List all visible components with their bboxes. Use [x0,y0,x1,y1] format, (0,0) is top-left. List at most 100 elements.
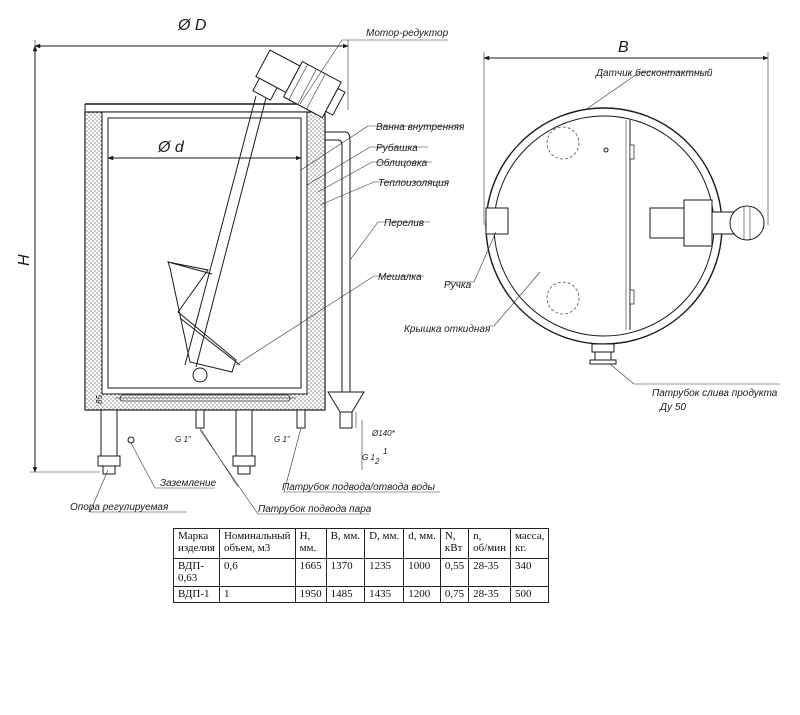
cell-text: 340 [515,560,532,572]
header-text: мм. [299,542,317,554]
top-view-diameter-label: B [618,39,629,56]
label-motor: Мотор-редуктор [366,28,449,39]
label-support: Опора регулируемая [70,502,169,513]
header-text: N, [444,530,456,542]
label-water-pipe: Патрубок подвода/отвода воды [282,481,436,493]
table-header-cell: H,мм. [294,528,327,559]
table-header-cell: масса,кг. [510,528,550,559]
cell-text: 1200 [408,588,431,600]
outer-diameter-label: Ø D [177,17,207,34]
table-cell: 0,6 [218,558,296,587]
header-text: об/мин [473,542,507,554]
table-header-cell: D, мм. [364,528,405,559]
table-cell: 0,55 [439,558,470,587]
cell-text: 1235 [369,560,392,572]
table-header-cell: d, мм. [403,528,441,559]
header-text: кВт [444,542,463,554]
label-mixer: Мешалка [378,272,422,283]
side-view: Ø D H Ø d 85 [16,17,465,515]
cell-text: 1 [223,588,230,600]
adjustable-support [97,409,256,475]
table-row: ВДП-1 1 1950 1485 1435 1200 0,75 28-35 500 [173,586,550,603]
cell-text: 0,6 [223,560,238,572]
table-cell: 1200 [403,586,441,603]
header-text: B, мм. [330,530,361,542]
table-cell: 1 [218,586,296,603]
motor-reductor [252,49,346,119]
thread-left-1: G 1" [175,435,192,444]
drain-thread-dim: G 1 [362,453,375,462]
table-cell: 1000 [403,558,441,587]
header-text: D, мм. [369,530,400,542]
cell-text: 28-35 [473,560,499,572]
header-text: d, мм. [408,530,436,542]
table-cell: 1235 [364,558,405,587]
table-cell: 1950 [294,586,327,603]
label-drain-pipe: Патрубок слива продукта [652,387,778,399]
cell-text: 1665 [299,560,322,572]
header-text: кг. [515,542,527,554]
cell-text: 1370 [330,560,353,572]
drain-size-dim: Ø140* [371,429,396,438]
header-text: масса, [515,530,545,542]
cell-text: 500 [515,588,532,600]
label-handle: Ручка [444,280,472,291]
inner-diameter-label: Ø d [157,139,185,156]
cell-text: 1950 [299,588,322,600]
label-overflow: Перелив [384,218,424,229]
cell-text: 1000 [408,560,431,572]
thread-left-2: G 1" [274,435,291,444]
table-cell: 500 [510,586,550,603]
cell-text: ВДП-1 [178,588,210,600]
mixer-blade [167,261,237,373]
label-jacket: Рубашка [376,142,418,154]
bottom-gap-label: 85 [95,395,104,404]
label-grounding: Заземление [160,478,217,489]
table-cell: 28-35 [468,558,512,587]
header-text: H, [299,530,311,542]
grounding-bolt [127,436,135,444]
height-label: H [16,254,33,266]
lid-handle [485,207,509,235]
drain-thread-fraction-num: 1 [383,447,387,456]
cell-text: ВДП- [178,560,205,572]
header-text: Марка [178,530,209,542]
table-cell: 340 [510,558,550,587]
label-lid: Крышка откидная [404,324,491,335]
cell-text: 1435 [369,588,392,600]
cell-text: 0,75 [444,588,465,600]
table-cell: 1435 [364,586,405,603]
cell-text: 0,55 [444,560,465,572]
label-drain-size: Ду 50 [659,402,686,413]
header-text: изделия [178,542,215,554]
inner-bath [107,117,302,389]
table-cell: 1485 [325,586,366,603]
cell-text: 28-35 [473,588,499,600]
table-cell: 1665 [294,558,327,587]
table-cell: 0,75 [439,586,470,603]
header-text: n, [473,530,482,542]
table-cell: ВДП-1 [173,586,220,603]
table-header-cell: N,кВт [439,528,470,559]
technical-drawing: Ø D H Ø d 85 [16,17,780,515]
label-inner-bath: Ванна внутренняя [376,122,465,133]
label-cladding: Облицовка [376,157,428,169]
header-text: Номинальный [223,530,291,542]
top-view: B Датчик бесконтактный Ручка Крышка отки [404,39,780,413]
table-cell: ВДП-0,63 [173,558,220,587]
header-text: объем, м3 [223,542,271,554]
cell-text: 1485 [330,588,353,600]
table-cell: 28-35 [468,586,512,603]
label-steam-pipe: Патрубок подвода пара [258,503,372,515]
drain-thread-fraction-den: 2 [374,457,380,466]
table-header-cell: B, мм. [325,528,366,559]
table-header-cell: n,об/мин [468,528,512,559]
cell-text: 0,63 [178,572,198,584]
overflow-pipe [325,131,351,392]
label-sensor: Датчик бесконтактный [595,67,713,79]
